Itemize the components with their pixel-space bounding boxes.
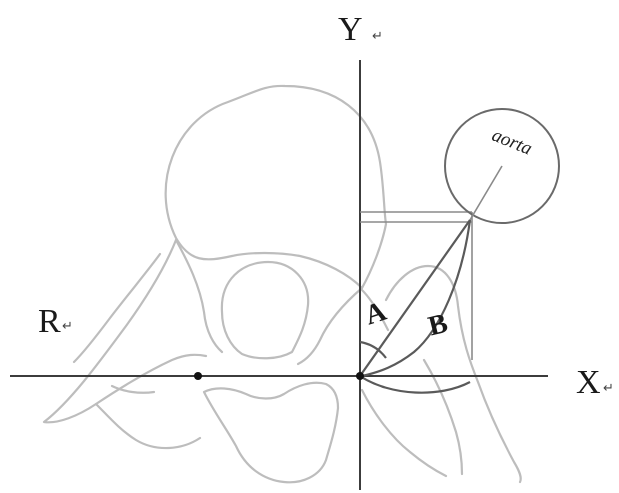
right-transverse-process — [360, 288, 390, 332]
y-axis-label: Y — [338, 11, 363, 48]
angle-b-arc — [361, 219, 472, 378]
left-transverse-process — [42, 238, 208, 424]
aorta-center-line — [469, 165, 503, 221]
vertebral-body — [164, 84, 388, 290]
angle-a-arc — [359, 340, 387, 359]
left-point — [194, 372, 202, 380]
aorta-circle — [444, 108, 560, 224]
x-axis-label: X — [576, 364, 601, 401]
r-side-label: R — [38, 303, 61, 340]
r-return-mark: ↵ — [62, 319, 73, 334]
left-transverse-process-inner — [72, 252, 162, 364]
right-inferior-articular — [360, 388, 448, 478]
x-return-mark: ↵ — [603, 381, 614, 396]
left-inferior-articular — [94, 402, 202, 450]
spinous-process — [202, 381, 340, 484]
spinal-canal — [220, 260, 310, 360]
aorta-label: aorta — [489, 125, 535, 160]
left-accessory — [110, 384, 156, 394]
right-articular-process — [384, 264, 522, 484]
origin-arc — [359, 375, 471, 394]
projection-box — [360, 211, 473, 360]
origin-point — [356, 372, 364, 380]
left-lamina — [174, 238, 224, 354]
right-lamina — [296, 286, 364, 366]
vertebra-outline — [42, 84, 522, 484]
y-return-mark: ↵ — [372, 29, 383, 44]
right-articular-inner — [422, 358, 464, 476]
